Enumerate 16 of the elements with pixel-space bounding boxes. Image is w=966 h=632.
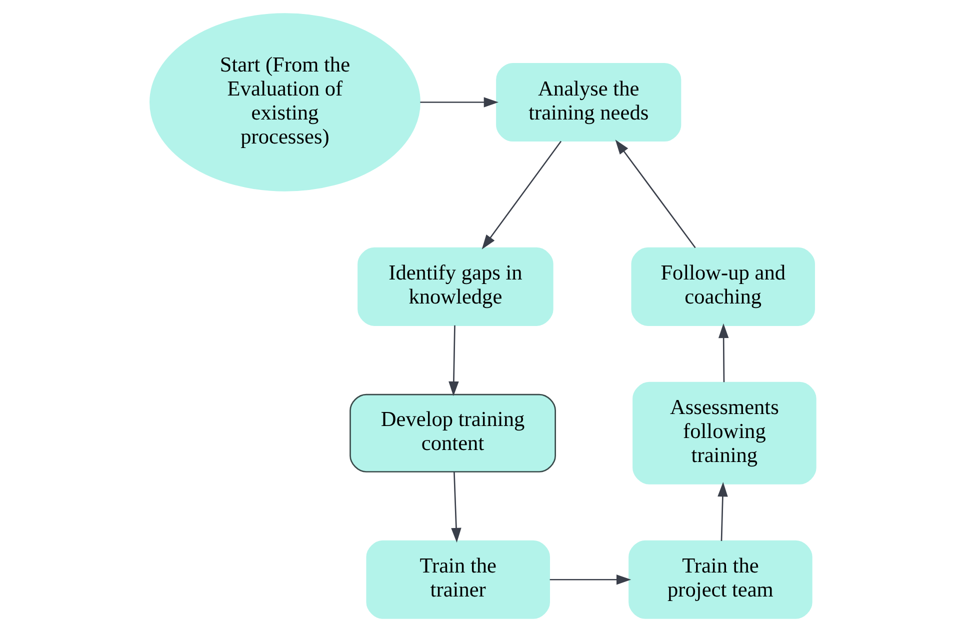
node-box: Train the trainer [366, 540, 550, 619]
node-box: Analyse the training needs [496, 62, 682, 142]
node-box: Follow-up and coaching [631, 247, 815, 326]
node-box: Develop training content [350, 394, 556, 472]
arrow [615, 140, 696, 248]
arrow [718, 323, 729, 382]
arrow [718, 482, 728, 542]
arrow [451, 472, 462, 543]
arrow [448, 325, 459, 396]
node-ellipse: Start (From the Evaluation of existing processes) [150, 13, 420, 192]
node-box: Identify gaps in knowledge [358, 247, 554, 326]
node-box: Train the project team [628, 540, 812, 619]
arrow [482, 140, 562, 250]
arrow [420, 97, 499, 108]
arrow [550, 574, 632, 585]
node-box: Assessments following training [632, 382, 816, 484]
